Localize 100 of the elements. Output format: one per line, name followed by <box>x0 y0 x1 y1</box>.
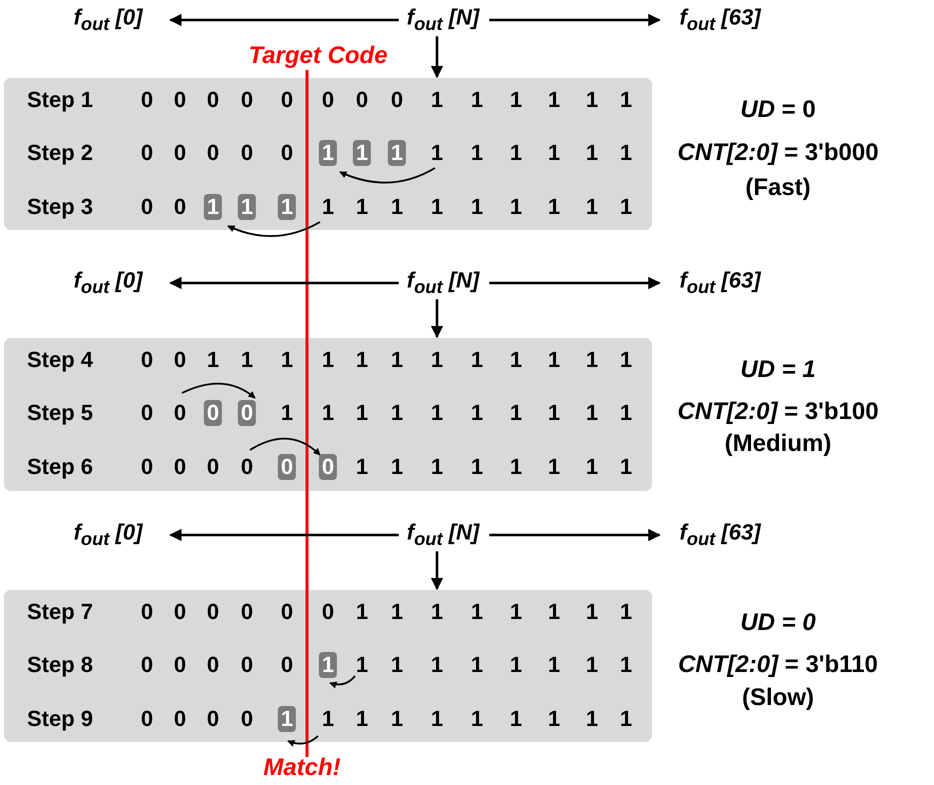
mode-setting: (Fast) <box>745 176 811 200</box>
frequency-label: f$_{out}$ [63] <box>679 268 761 298</box>
bit-value: 1 <box>240 349 254 371</box>
bit-value: 1 <box>390 349 404 371</box>
bit-value: 1 <box>510 89 522 111</box>
bit-value: 1 <box>620 708 632 730</box>
bit-value: 1 <box>586 601 598 623</box>
bit-value: 0 <box>240 654 254 676</box>
bit-value: 1 <box>278 194 296 220</box>
bit-value: 1 <box>470 708 484 730</box>
arrow <box>430 36 444 78</box>
bit-value: 0 <box>140 654 154 676</box>
bit-value: 1 <box>322 349 334 371</box>
bit-value: 1 <box>280 402 294 424</box>
step-label: Step 6 <box>26 456 94 478</box>
bit-value: 0 <box>140 89 154 111</box>
bit-value: 1 <box>430 601 444 623</box>
bit-value: 0 <box>206 142 220 164</box>
bit-value: 0 <box>278 454 296 480</box>
arrow <box>489 14 661 26</box>
bit-value: 0 <box>206 89 220 111</box>
bit-value: 1 <box>586 349 598 371</box>
bit-value: 0 <box>140 142 154 164</box>
arrow <box>169 14 399 26</box>
bit-value: 1 <box>470 349 484 371</box>
bit-value: 1 <box>586 142 598 164</box>
bit-value: 1 <box>356 708 368 730</box>
bit-value: 0 <box>174 402 186 424</box>
bit-value: 1 <box>470 601 484 623</box>
bit-value: 0 <box>140 708 154 730</box>
bit-value: 0 <box>206 654 220 676</box>
bit-value: 0 <box>204 400 222 426</box>
mode-setting: UD = 1 <box>740 358 816 382</box>
bit-value: 0 <box>280 654 294 676</box>
bit-row-panel <box>4 590 652 742</box>
step-label: Step 1 <box>26 89 94 111</box>
bit-row-panel <box>4 338 652 491</box>
bit-value: 1 <box>430 89 444 111</box>
bit-value: 1 <box>548 89 560 111</box>
bit-value: 1 <box>470 196 484 218</box>
bit-value: 1 <box>510 601 522 623</box>
bit-value: 1 <box>430 142 444 164</box>
bit-value: 1 <box>548 402 560 424</box>
bit-value: 1 <box>430 196 444 218</box>
frequency-label: f$_{out}$ [N] <box>406 520 480 550</box>
step-label: Step 5 <box>26 402 94 424</box>
bit-value: 1 <box>356 402 368 424</box>
target-code-label: Target Code <box>248 44 388 68</box>
mode-setting: (Slow) <box>742 686 814 710</box>
bit-row-panel <box>4 78 652 230</box>
bit-value: 1 <box>390 708 404 730</box>
arrow <box>169 276 399 290</box>
bit-value: 1 <box>430 654 444 676</box>
bit-value: 1 <box>356 456 368 478</box>
bit-value: 1 <box>548 196 560 218</box>
bit-value: 0 <box>140 402 154 424</box>
bit-value: 0 <box>240 708 254 730</box>
bit-value: 0 <box>318 454 338 480</box>
bit-value: 0 <box>356 89 368 111</box>
bit-value: 1 <box>586 196 598 218</box>
bit-value: 1 <box>356 601 368 623</box>
bit-value: 1 <box>620 402 632 424</box>
bit-value: 1 <box>390 654 404 676</box>
bit-value: 1 <box>390 196 404 218</box>
bit-value: 1 <box>280 349 294 371</box>
match-label: Match! <box>263 756 341 780</box>
bit-value: 1 <box>430 402 444 424</box>
bit-value: 0 <box>174 89 186 111</box>
bit-value: 0 <box>390 89 404 111</box>
bit-value: 1 <box>586 708 598 730</box>
mode-setting: UD = 0 <box>740 611 816 635</box>
bit-value: 1 <box>470 456 484 478</box>
bit-value: 0 <box>206 601 220 623</box>
bit-value: 1 <box>206 349 220 371</box>
bit-value: 1 <box>390 456 404 478</box>
bit-value: 0 <box>280 601 294 623</box>
step-label: Step 3 <box>26 196 94 218</box>
bit-value: 1 <box>430 349 444 371</box>
bit-value: 0 <box>174 708 186 730</box>
bit-value: 0 <box>322 601 334 623</box>
frequency-label: f$_{out}$ [0] <box>74 520 142 550</box>
step-label: Step 4 <box>26 349 94 371</box>
bit-value: 1 <box>238 194 256 220</box>
bit-value: 0 <box>240 89 254 111</box>
arrow <box>430 299 444 338</box>
step-label: Step 2 <box>26 142 94 164</box>
step-label: Step 7 <box>26 601 94 623</box>
bit-value: 1 <box>586 402 598 424</box>
bit-value: 1 <box>390 601 404 623</box>
arrow <box>169 528 399 542</box>
bit-value: 1 <box>356 654 368 676</box>
bit-value: 1 <box>586 89 598 111</box>
bit-value: 0 <box>174 654 186 676</box>
bit-value: 0 <box>174 349 186 371</box>
bit-value: 1 <box>548 708 560 730</box>
frequency-label: f$_{out}$ [63] <box>679 6 761 34</box>
bit-value: 0 <box>280 142 294 164</box>
mode-setting: CNT[2:0] = 3'b000 <box>677 141 879 165</box>
bit-value: 1 <box>278 706 296 732</box>
frequency-label: f$_{out}$ [0] <box>74 268 142 298</box>
